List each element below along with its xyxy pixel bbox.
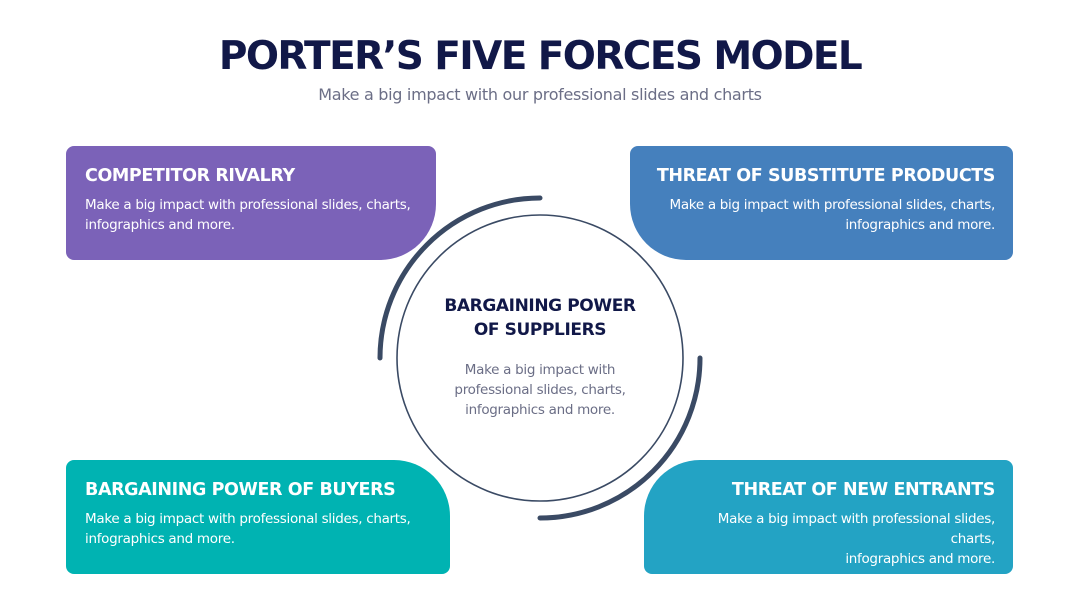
center-text-line2: professional slides, charts,: [454, 382, 626, 398]
center-title: BARGAINING POWER OF SUPPLIERS: [420, 294, 660, 342]
center-circle: [396, 214, 684, 502]
card-text-line1: Make a big impact with professional slid…: [85, 511, 411, 527]
card-description: Make a big impact with professional slid…: [662, 509, 996, 569]
center-title-line2: OF SUPPLIERS: [473, 320, 607, 340]
card-text-line2: infographics and more.: [85, 217, 235, 233]
card-description: Make a big impact with professional slid…: [85, 509, 432, 549]
card-text-line1: Make a big impact with professional slid…: [717, 511, 996, 547]
ring-arc-lower-right: [537, 355, 703, 521]
card-text-line2: infographics and more.: [845, 217, 995, 233]
card-title: THREAT OF SUBSTITUTE PRODUCTS: [656, 166, 996, 186]
card-threat-of-substitute-products: THREAT OF SUBSTITUTE PRODUCTS Make a big…: [630, 146, 1013, 260]
center-title-line1: BARGAINING POWER: [444, 296, 636, 316]
ring-arc-upper-left: [377, 195, 543, 361]
page-title: PORTER’S FIVE FORCES MODEL: [218, 34, 863, 79]
card-title: COMPETITOR RIVALRY: [85, 166, 295, 186]
card-description: Make a big impact with professional slid…: [85, 195, 418, 235]
card-text-line2: infographics and more.: [85, 531, 235, 547]
card-bargaining-power-of-buyers: BARGAINING POWER OF BUYERS Make a big im…: [66, 460, 450, 574]
card-title: THREAT OF NEW ENTRANTS: [731, 480, 995, 500]
card-text-line2: infographics and more.: [845, 551, 995, 567]
center-text-line3: infographics and more.: [465, 402, 615, 418]
page-subtitle: Make a big impact with our professional …: [318, 85, 762, 104]
card-title: BARGAINING POWER OF BUYERS: [85, 480, 396, 500]
card-competitor-rivalry: COMPETITOR RIVALRY Make a big impact wit…: [66, 146, 436, 260]
card-description: Make a big impact with professional slid…: [648, 195, 995, 235]
card-text-line1: Make a big impact with professional slid…: [669, 197, 995, 213]
card-threat-of-new-entrants: THREAT OF NEW ENTRANTS Make a big impact…: [644, 460, 1013, 574]
card-text-line1: Make a big impact with professional slid…: [85, 197, 411, 213]
center-description: Make a big impact with professional slid…: [420, 360, 660, 420]
center-text-line1: Make a big impact with: [464, 362, 616, 378]
center-force: BARGAINING POWER OF SUPPLIERS Make a big…: [420, 294, 660, 420]
